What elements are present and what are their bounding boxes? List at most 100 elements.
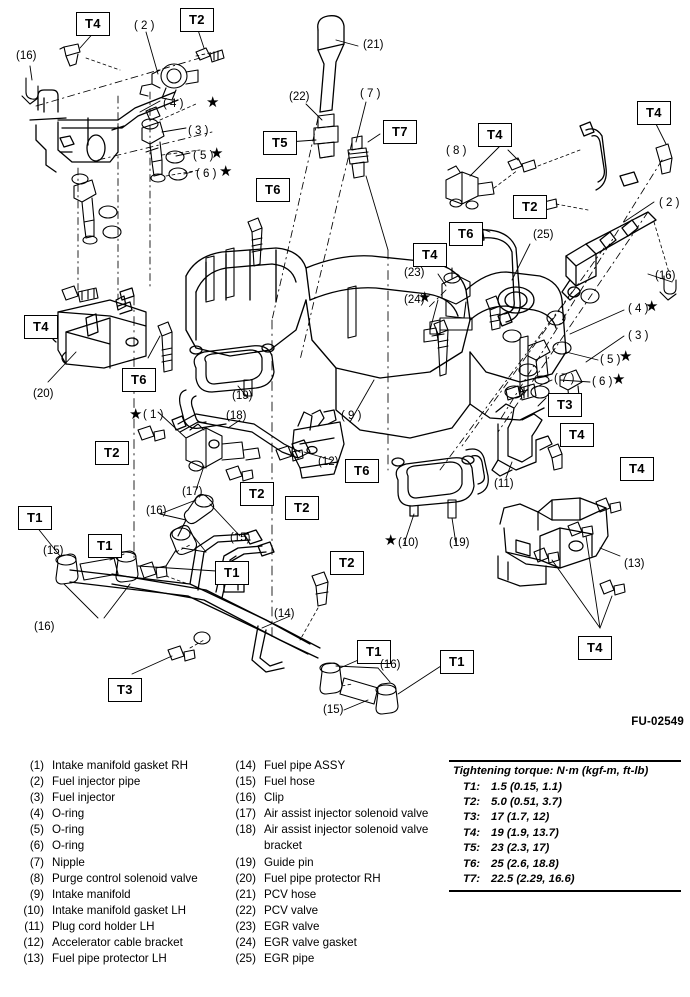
legend-item-number: (3) bbox=[29, 791, 44, 805]
parts-legend: (1)Intake manifold gasket RH(2)Fuel inje… bbox=[0, 758, 440, 997]
legend-item-number: (13) bbox=[23, 952, 44, 966]
torque-value: 5.0 (0.51, 3.7) bbox=[491, 796, 562, 808]
part-callout-13: (23) bbox=[404, 267, 425, 279]
legend-item: bracket bbox=[222, 838, 437, 854]
legend-item: (14)Fuel pipe ASSY bbox=[222, 758, 437, 774]
legend-item: (4)O-ring bbox=[10, 806, 225, 822]
torque-key: T7: bbox=[463, 873, 481, 886]
leader-dashes-left bbox=[85, 51, 215, 177]
part-callout-11: (25) bbox=[533, 229, 554, 241]
legend-item: (12) Accelerator cable bracket bbox=[10, 935, 225, 951]
table-bottom-rule bbox=[449, 890, 681, 893]
legend-item-number: (7) bbox=[29, 855, 44, 869]
torque-value: 23 (2.3, 17) bbox=[491, 842, 550, 855]
legend-item-number: (9) bbox=[29, 887, 44, 901]
torque-table-row: T4:19 (1.9, 13.7) bbox=[449, 826, 681, 841]
fuel-pipe-protector-lh-13 bbox=[497, 497, 609, 587]
legend-item: (15)Fuel hose bbox=[222, 774, 437, 790]
legend-item-label: Accelerator cable bracket bbox=[52, 936, 183, 950]
legend-item-number: (5) bbox=[29, 823, 44, 837]
bolts-t4-protector-lh bbox=[533, 497, 626, 596]
torque-label-t1-24: T1 bbox=[357, 640, 391, 664]
star-mark-icon-6: ★ bbox=[612, 371, 626, 388]
torque-label-t2-1: T2 bbox=[180, 8, 214, 32]
legend-item: (17)Air assist injector solenoid valve bbox=[222, 806, 437, 822]
legend-item-number: (11) bbox=[24, 919, 44, 933]
torque-table-title: Tightening torque: N·m (kgf-m, ft-lb) bbox=[453, 764, 649, 777]
torque-label-t3-12: T3 bbox=[548, 393, 582, 417]
tightening-torque-table: Tightening torque: N·m (kgf-m, ft-lb) T1… bbox=[449, 760, 681, 893]
fuel-injector-pipe-left bbox=[29, 89, 179, 173]
leader-dashes-right bbox=[493, 149, 671, 277]
legend-item-label: EGR pipe bbox=[264, 952, 315, 966]
legend-item: (13) Fuel pipe protector LH bbox=[10, 951, 225, 967]
torque-label-t2-17: T2 bbox=[285, 496, 319, 520]
part-callout-6: (21) bbox=[363, 39, 384, 51]
legend-item: (1)Intake manifold gasket RH bbox=[10, 758, 225, 774]
torque-label-t1-21: T1 bbox=[215, 561, 249, 585]
bolt-t4-near-solenoid bbox=[507, 157, 537, 173]
legend-item: (3) Fuel injector bbox=[10, 790, 225, 806]
legend-item-label: Fuel pipe protector LH bbox=[52, 952, 167, 966]
legend-item-number: (21) bbox=[235, 887, 256, 901]
leaders-center bbox=[287, 39, 389, 251]
part-callout-20: (20) bbox=[33, 388, 54, 400]
legend-item-label: O-ring bbox=[52, 823, 85, 837]
star-mark-icon-3: ★ bbox=[418, 289, 432, 306]
nipple-7 bbox=[347, 135, 369, 179]
part-callout-17: ( 5 ) bbox=[600, 354, 621, 366]
legend-item: (21)PCV hose bbox=[222, 887, 437, 903]
legend-item-label: Purge control solenoid valve bbox=[52, 871, 198, 885]
part-callout-32: (15) bbox=[230, 532, 251, 544]
part-callout-31: (16) bbox=[146, 505, 167, 517]
torque-key: T1: bbox=[463, 780, 481, 793]
legend-item-label: Fuel pipe protector RH bbox=[264, 871, 381, 885]
legend-item-label: Fuel pipe ASSY bbox=[264, 759, 346, 772]
torque-label-t4-9: T4 bbox=[413, 243, 447, 267]
legend-item-label: Guide pin bbox=[264, 855, 314, 869]
part-callout-26: (17) bbox=[182, 486, 203, 498]
pcv-hose-assembly bbox=[317, 15, 345, 113]
legend-item-number: (12) bbox=[23, 936, 44, 950]
injector-assembly-left-lower bbox=[71, 173, 122, 245]
legend-item-label: O-ring bbox=[52, 839, 85, 853]
legend-item: (2)Fuel injector pipe bbox=[10, 774, 225, 790]
part-callout-25: (12) bbox=[318, 456, 339, 468]
guide-pin-19-left bbox=[243, 379, 253, 397]
torque-label-t6-6: T6 bbox=[256, 178, 290, 202]
legend-item: (20) Fuel pipe protector RH bbox=[222, 871, 437, 887]
part-callout-28: (13) bbox=[624, 558, 645, 570]
legend-item-label: Fuel injector pipe bbox=[52, 775, 141, 789]
legend-item-number: (24) bbox=[235, 936, 256, 950]
star-mark-icon-4: ★ bbox=[645, 298, 659, 315]
egr-valve-23 bbox=[429, 267, 473, 335]
bolt-t6-center-left bbox=[157, 321, 173, 373]
legend-item-number: (1) bbox=[29, 759, 44, 772]
legend-item-label: Intake manifold gasket LH bbox=[52, 903, 187, 917]
legend-item-label: Intake manifold bbox=[52, 887, 131, 901]
bolt-t4-upper-left bbox=[59, 43, 81, 67]
legend-item-label: Fuel injector bbox=[52, 791, 116, 805]
legend-item-label: Fuel hose bbox=[264, 775, 315, 789]
part-callout-19: ( 7 ) bbox=[554, 373, 575, 385]
part-callout-35: (14) bbox=[274, 608, 295, 620]
torque-key: T6: bbox=[463, 857, 481, 870]
star-mark-icon-0: ★ bbox=[206, 94, 220, 111]
legend-item-number: (20) bbox=[235, 871, 256, 885]
bolt-t2-air-assist bbox=[137, 425, 254, 482]
torque-table-row: T6:25 (2.6, 18.8) bbox=[449, 857, 681, 872]
legend-item: (23)EGR valve bbox=[222, 919, 437, 935]
legend-item: (10)Intake manifold gasket LH bbox=[10, 903, 225, 919]
torque-table-row: T1:1.5 (0.15, 1.1) bbox=[449, 780, 681, 795]
part-callout-12: (16) bbox=[655, 270, 676, 282]
part-callout-9: ( 8 ) bbox=[446, 145, 467, 157]
legend-item: (8)Purge control solenoid valve bbox=[10, 871, 225, 887]
plug-cord-holder-11 bbox=[491, 403, 553, 477]
part-callout-18: ( 6 ) bbox=[592, 376, 613, 388]
pcv-valve-22 bbox=[313, 113, 339, 159]
torque-rows: T1:1.5 (0.15, 1.1)T2:5.0 (0.51, 3.7)T3:1… bbox=[449, 780, 681, 888]
torque-label-t2-13: T2 bbox=[95, 441, 129, 465]
legend-item-label: O-ring bbox=[52, 807, 85, 821]
torque-label-t4-0: T4 bbox=[76, 12, 110, 36]
